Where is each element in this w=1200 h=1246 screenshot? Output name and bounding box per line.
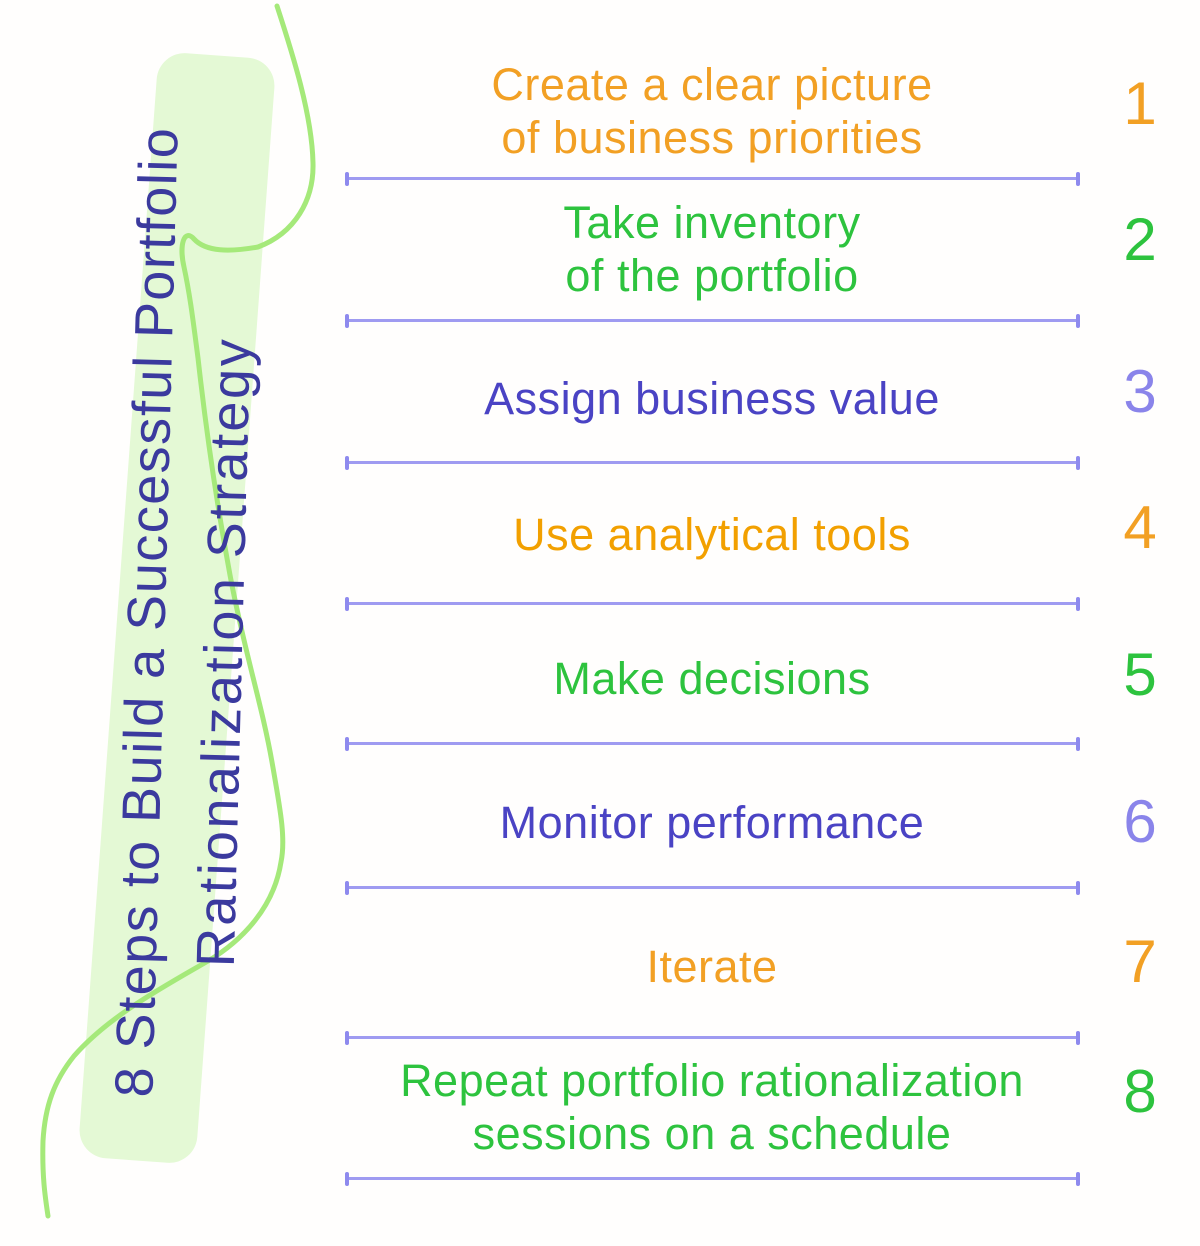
step-2-number: 2	[1123, 206, 1157, 273]
step-6-label: Monitor performance	[499, 797, 925, 848]
step-2-label: Take inventory of the portfolio	[563, 197, 861, 302]
divider-7	[345, 1030, 1080, 1045]
step-5-label: Make decisions	[553, 653, 871, 704]
step-7-label: Iterate	[646, 941, 778, 992]
step-3-label: Assign business value	[484, 373, 940, 424]
page-title-line2: Rationalization Strategy	[185, 336, 263, 968]
divider-6	[345, 880, 1080, 895]
step-3-number: 3	[1123, 358, 1157, 425]
step-4-label: Use analytical tools	[513, 509, 911, 560]
step-1-number: 1	[1123, 70, 1157, 137]
step-8-number: 8	[1123, 1058, 1157, 1125]
step-5-number: 5	[1123, 641, 1157, 708]
step-1-label: Create a clear picture of business prior…	[491, 59, 933, 164]
divider-2	[345, 313, 1080, 328]
divider-4	[345, 596, 1080, 611]
divider-8	[345, 1171, 1080, 1186]
step-8-label: Repeat portfolio rationalization session…	[400, 1055, 1024, 1160]
divider-1	[345, 171, 1080, 186]
divider-3	[345, 455, 1080, 470]
divider-5	[345, 736, 1080, 751]
step-4-number: 4	[1123, 494, 1157, 561]
step-6-number: 6	[1123, 788, 1157, 855]
step-7-number: 7	[1123, 928, 1157, 995]
